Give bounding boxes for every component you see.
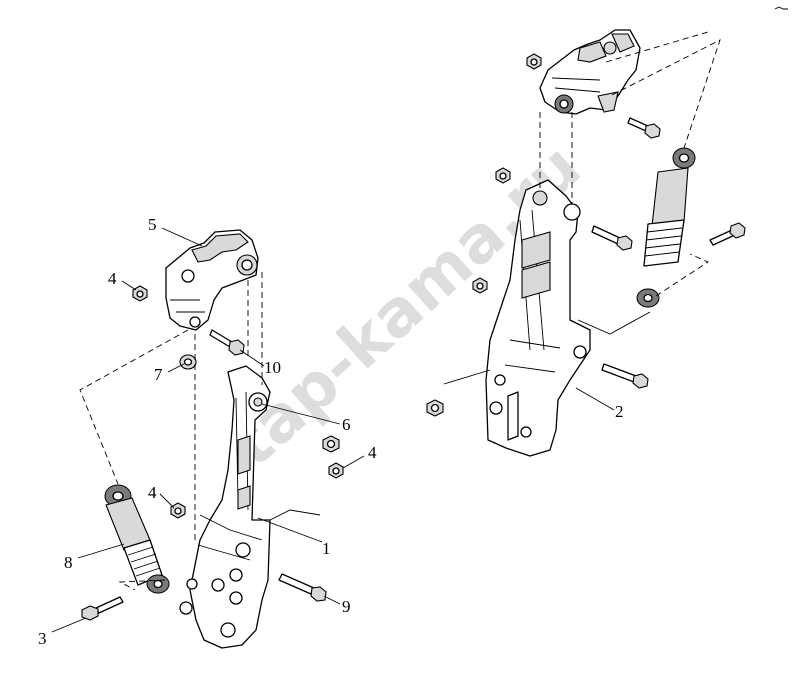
right-latch: [539, 29, 641, 115]
nut-4-lower: [170, 502, 186, 519]
nut-4-top: [132, 285, 148, 302]
washer-7: [179, 354, 197, 370]
callout-10: 10: [264, 358, 281, 377]
callout-3: 3: [38, 629, 47, 648]
callout-9: 9: [342, 597, 351, 616]
nut-4-right: [328, 462, 344, 479]
callout-4-right: 4: [368, 443, 377, 462]
left-bracket: [179, 365, 271, 649]
right-nut-lower: [426, 399, 444, 417]
callout-4-lower: 4: [148, 483, 157, 502]
right-assembly: [426, 29, 746, 457]
left-shock-absorber: [104, 484, 170, 594]
callout-1: 1: [322, 539, 331, 558]
right-bolt-far: [709, 222, 746, 246]
right-nut-top: [526, 53, 542, 70]
callout-4-top: 4: [108, 269, 117, 288]
callout-6: 6: [342, 415, 351, 434]
right-shock-absorber: [636, 147, 696, 308]
callout-labels: 5 4 7 10 6 4 4 1 8 3 9 2: [38, 215, 624, 648]
bolt-10: [209, 329, 245, 356]
corner-mark: [774, 6, 788, 10]
callout-8: 8: [64, 553, 73, 572]
callout-2: 2: [615, 402, 624, 421]
callout-7: 7: [154, 365, 163, 384]
callout-leaders: [51, 227, 615, 633]
left-assembly: [79, 229, 344, 649]
callout-5: 5: [148, 215, 157, 234]
right-bolt-mid: [591, 225, 633, 251]
right-bolt-lower: [601, 363, 649, 389]
nut-6: [322, 435, 340, 453]
right-bracket: [485, 179, 591, 457]
right-bolt-upper: [627, 117, 661, 139]
bolt-3: [81, 596, 124, 621]
bolt-9: [278, 573, 327, 602]
left-latch: [165, 229, 259, 331]
right-nut-side: [472, 277, 488, 294]
right-nut-mid: [495, 167, 511, 184]
